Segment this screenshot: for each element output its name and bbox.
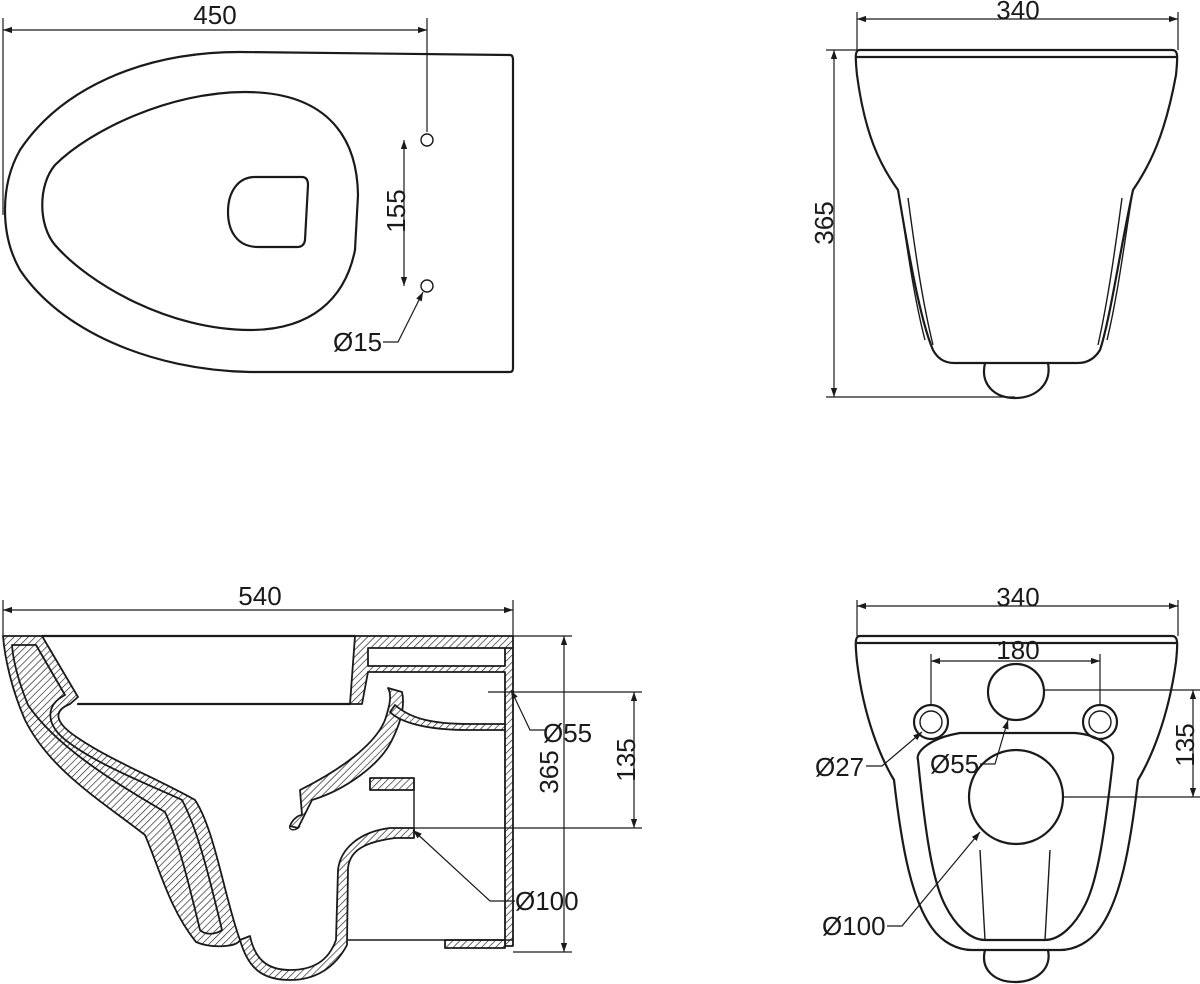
- leader-55-side: [510, 689, 545, 731]
- side-section-trap: [239, 827, 415, 981]
- side-section-inner-channel: [11, 644, 223, 935]
- dim-label-fixing-27: Ø27: [815, 752, 864, 782]
- dim-label-135-rear: 135: [1170, 723, 1200, 766]
- dim-label-365-side: 365: [534, 750, 564, 793]
- dim-label-inlet-55-rear: Ø55: [930, 749, 979, 779]
- leader-15: [383, 291, 424, 343]
- dim-label-155: 155: [381, 189, 411, 232]
- side-section-top-rim: [349, 635, 514, 947]
- dim-label-inlet-55-side: Ø55: [543, 718, 592, 748]
- side-section-view: 540 365 135 Ø55 Ø100: [2, 581, 642, 981]
- rear-view-outline: [854, 634, 1179, 952]
- dim-label-540: 540: [238, 581, 281, 611]
- dim-label-outlet-100-rear: Ø100: [822, 911, 886, 941]
- side-section-front-wall: [2, 635, 241, 948]
- leader-55-rear: [980, 719, 1009, 765]
- dim-label-135-side: 135: [611, 738, 641, 781]
- rear-inlet: [986, 662, 1046, 722]
- seat-fixing-hole-top: [420, 133, 434, 147]
- dim-label-365-front: 365: [809, 201, 839, 244]
- dim-label-180: 180: [996, 635, 1039, 665]
- rear-fixing-hole-right: [1081, 703, 1119, 741]
- leader-100-rear: [887, 831, 981, 927]
- front-view: 340 365: [809, 0, 1179, 400]
- leader-27: [866, 731, 923, 767]
- top-view-outline: [3, 50, 515, 374]
- front-view-outline: [854, 48, 1179, 365]
- side-section-siphon: [289, 687, 405, 829]
- leader-100-side: [412, 829, 515, 902]
- top-view-drain: [226, 175, 310, 249]
- dim-label-340-front: 340: [996, 0, 1039, 25]
- dim-label-340-rear: 340: [996, 582, 1039, 612]
- dim-label-hole-15: Ø15: [333, 327, 382, 357]
- top-view-inner-rim: [41, 90, 360, 332]
- top-view: 450 155 Ø15: [2, 0, 515, 374]
- side-section-inlet: [389, 704, 509, 731]
- rear-view: 340 180 135 Ø27 Ø55 Ø100: [815, 582, 1200, 984]
- rear-outlet: [967, 748, 1065, 846]
- front-view-outlet: [982, 361, 1050, 400]
- seat-fixing-hole-bottom: [420, 279, 434, 293]
- dim-label-450: 450: [193, 0, 236, 30]
- dim-label-outlet-100-side: Ø100: [515, 886, 579, 916]
- rear-view-mounting-plate: [916, 731, 1115, 942]
